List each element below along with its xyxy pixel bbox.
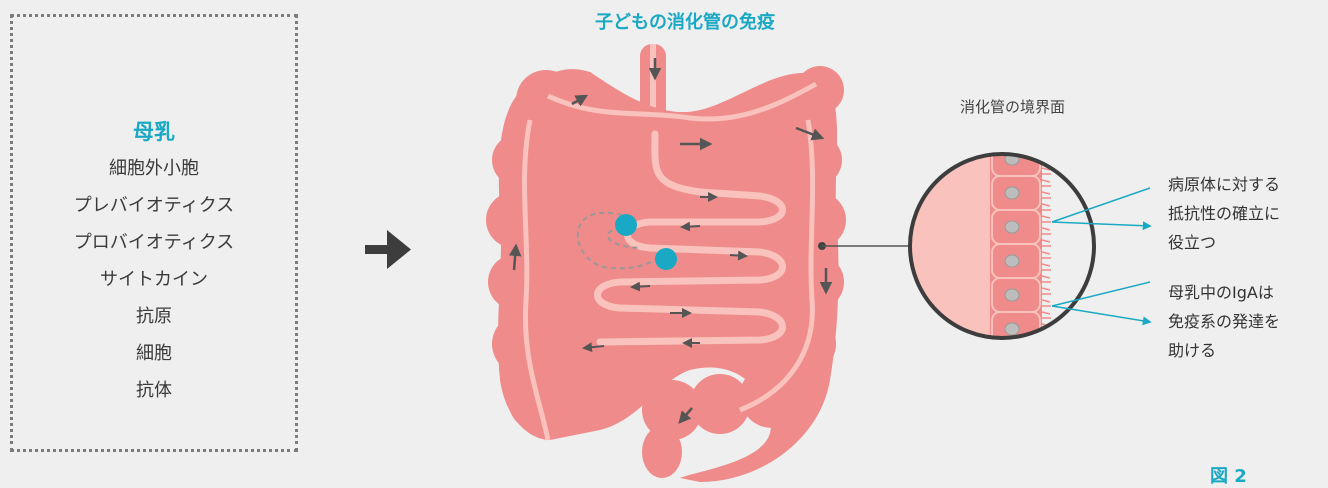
note-line: 助ける [1168, 336, 1280, 365]
note-line: 役立つ [1168, 228, 1280, 257]
pathogen-resistance-note: 病原体に対する 抵抗性の確立に 役立つ [1168, 170, 1280, 257]
milk-component-dot [615, 214, 637, 236]
boundary-title: 消化管の境界面 [960, 96, 1065, 117]
note-line: 病原体に対する [1168, 170, 1280, 199]
magnified-boundary [900, 140, 1094, 360]
note-line: 免疫系の発達を [1168, 307, 1280, 336]
note-line: 母乳中のIgAは [1168, 278, 1280, 307]
iga-note: 母乳中のIgAは 免疫系の発達を 助ける [1168, 278, 1280, 365]
milk-component-dot [655, 248, 677, 270]
note-line: 抵抗性の確立に [1168, 199, 1280, 228]
figure-label: 図 2 [1210, 462, 1247, 488]
